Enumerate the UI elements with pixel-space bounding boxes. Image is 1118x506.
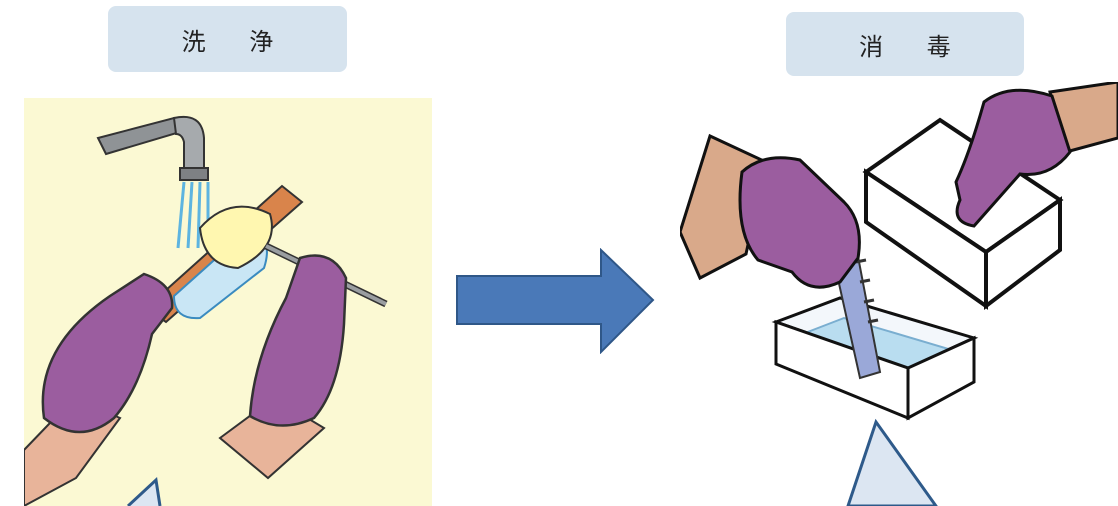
step-label-wash: 洗 浄 [108, 6, 347, 72]
lower-glove-icon [680, 136, 859, 287]
next-step-arrow [455, 248, 655, 354]
step-label-disinfect: 消 毒 [786, 12, 1024, 76]
callout-pointer-disinfect [848, 422, 936, 506]
disinfecting-illustration [680, 82, 1118, 506]
washing-illustration [24, 98, 432, 506]
